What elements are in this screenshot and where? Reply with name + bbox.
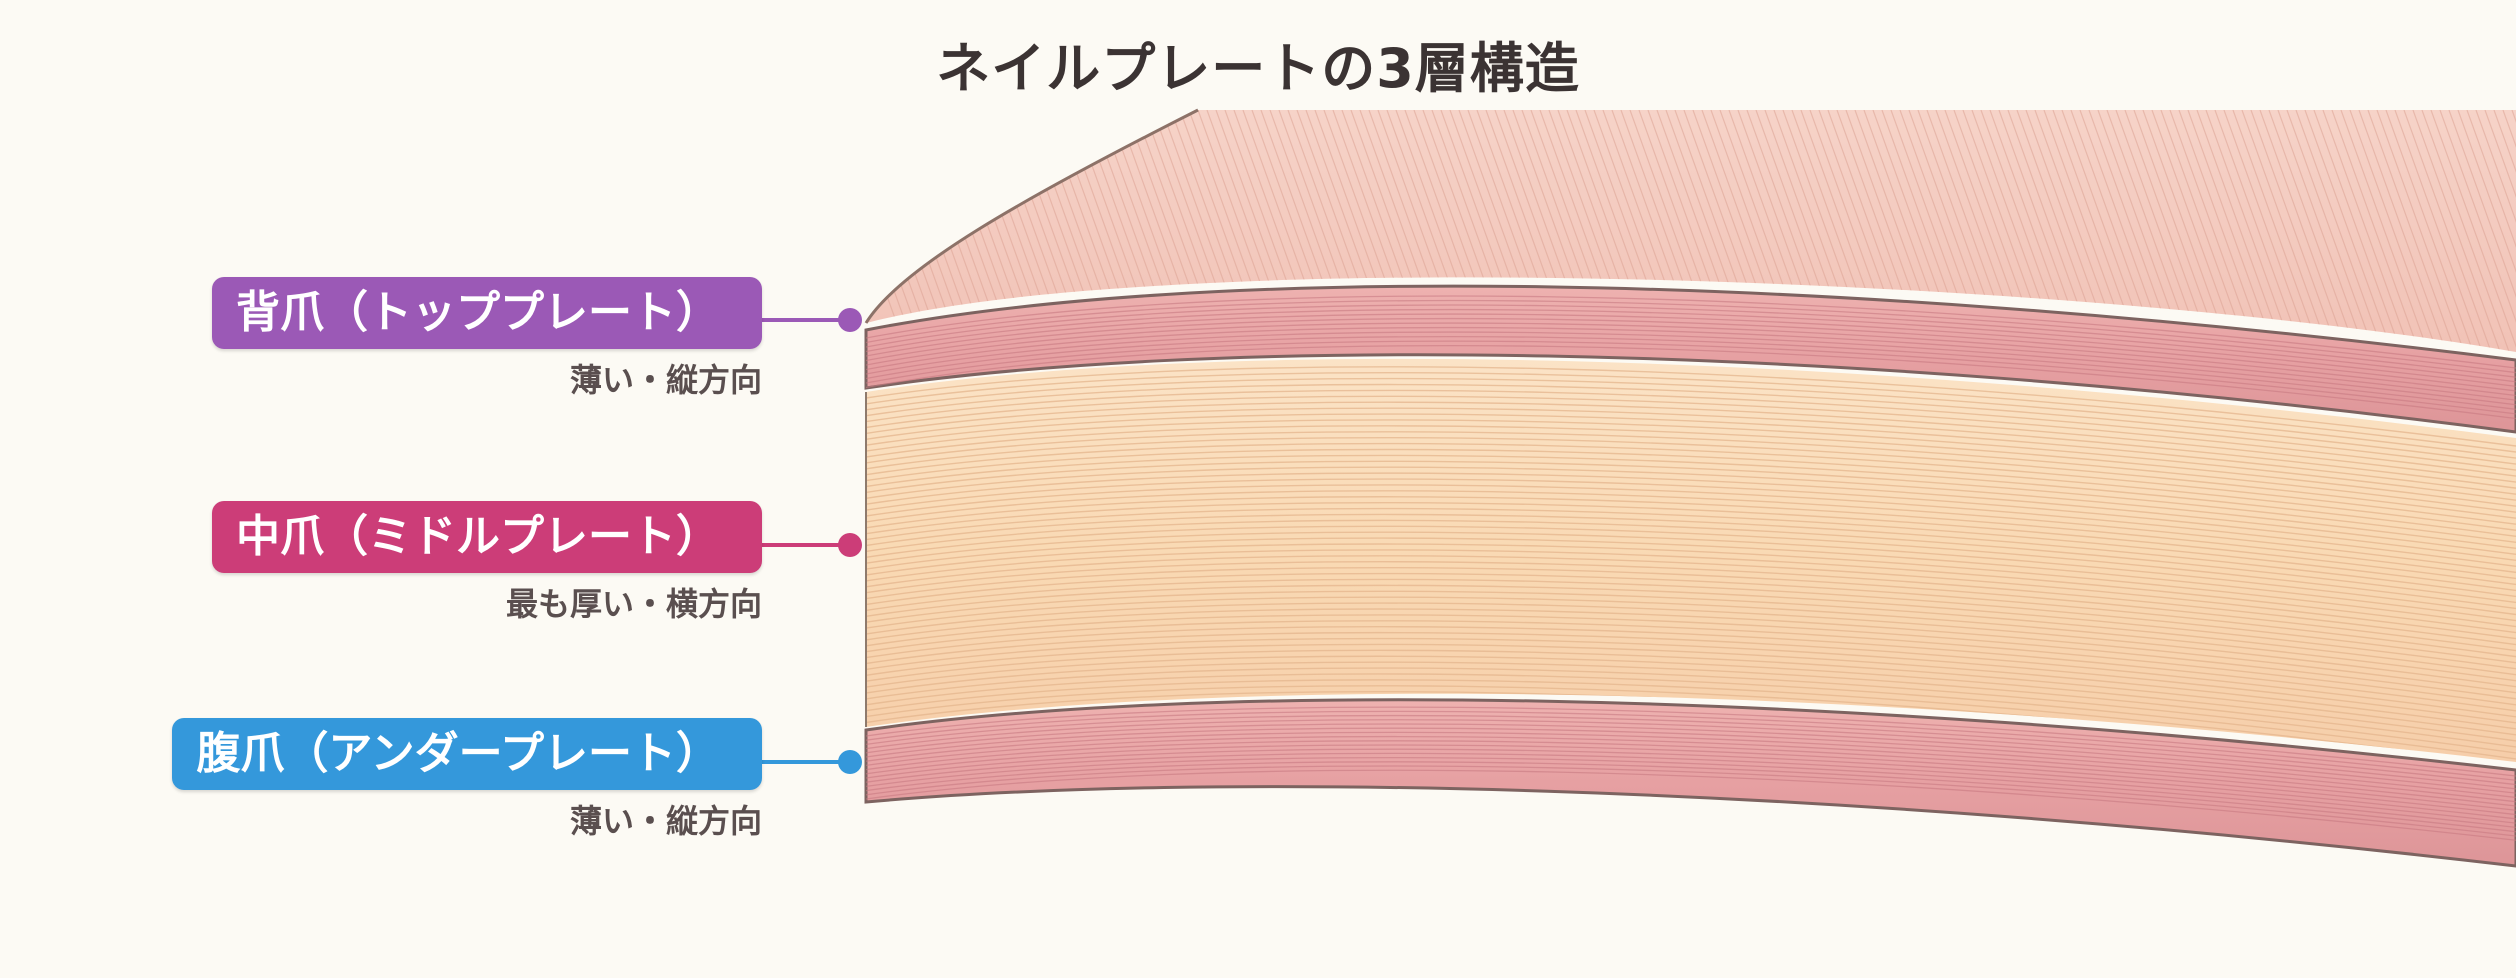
under-plate-note: 薄い・縦方向 xyxy=(569,802,762,840)
top-plate-label: 背爪（トッププレート） xyxy=(212,277,762,349)
middle-plate-note: 最も厚い・横方向 xyxy=(505,585,762,623)
middle-plate-callout: 中爪（ミドルプレート） 最も厚い・横方向 xyxy=(212,501,762,625)
top-plate-layer xyxy=(864,284,2516,434)
under-plate-label: 腹爪（アンダープレート） xyxy=(172,718,762,790)
middle-plate-layer xyxy=(865,358,2516,762)
top-plate-callout: 背爪（トッププレート） 薄い・縦方向 xyxy=(212,277,762,401)
middle-plate-marker-dot xyxy=(838,533,862,557)
middle-plate-label: 中爪（ミドルプレート） xyxy=(212,501,762,573)
under-plate-layer xyxy=(864,698,2516,868)
diagram-title: ネイルプレートの3層構造 xyxy=(936,37,1580,100)
under-plate-callout: 腹爪（アンダープレート） 薄い・縦方向 xyxy=(172,718,762,842)
top-plate-note: 薄い・縦方向 xyxy=(569,361,762,399)
top-plate-marker-dot xyxy=(838,308,862,332)
under-plate-marker-dot xyxy=(838,750,862,774)
